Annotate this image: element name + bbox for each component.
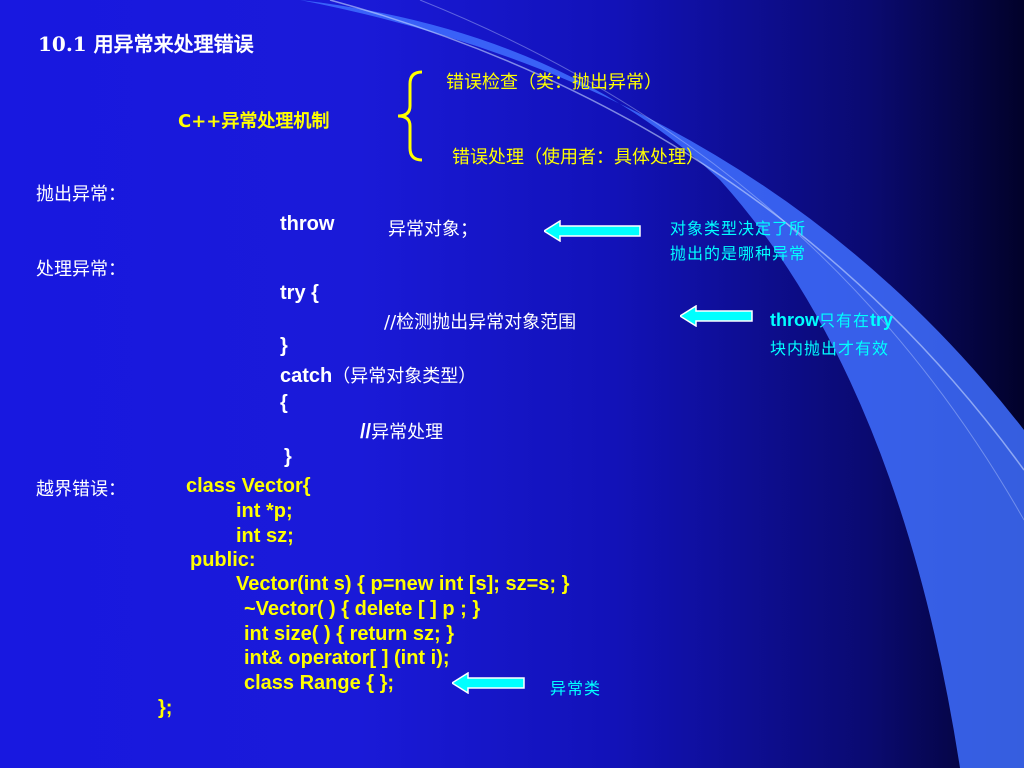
try-open: try { — [280, 282, 319, 304]
code-line: }; — [158, 697, 173, 719]
code-line: int *p; — [236, 500, 293, 522]
code-line: class Vector{ — [186, 475, 311, 497]
arrow-left-icon — [680, 305, 753, 327]
range-heading: 越界错误： — [36, 479, 126, 500]
try-comment: //检测抛出异常对象范围 — [384, 312, 577, 333]
arrow-left-icon — [452, 672, 525, 694]
code-line: public: — [190, 549, 256, 571]
code-line: int sz; — [236, 525, 294, 547]
throw-note-line1: 对象类型决定了所 — [670, 219, 807, 238]
throw-note-line2: 抛出的是哪种异常 — [670, 244, 807, 263]
throw-keyword: throw — [280, 213, 335, 235]
try-note-line1: throw只有在try — [770, 307, 893, 331]
code-line: Vector(int s) { p=new int [s]; sz=s; } — [236, 573, 570, 595]
try-note-throw: throw — [770, 310, 819, 330]
catch-line: catch（异常对象类型） — [280, 362, 476, 388]
catch-type: （异常对象类型） — [332, 366, 477, 387]
page-title: 10.1 用异常来处理错误 — [38, 32, 254, 56]
try-note-line2: 块内抛出才有效 — [770, 339, 890, 358]
catch-close: } — [284, 446, 292, 468]
range-note: 异常类 — [550, 679, 602, 698]
catch-open: { — [280, 392, 288, 414]
try-note-try: try — [870, 310, 894, 330]
handler-text: 异常处理 — [371, 422, 444, 443]
catch-keyword: catch — [280, 365, 333, 387]
try-close: } — [280, 335, 288, 357]
handler-line: //异常处理 — [360, 418, 443, 444]
handler-slashes: // — [360, 421, 372, 443]
handle-heading: 处理异常： — [36, 259, 126, 280]
code-line: int& operator[ ] (int i); — [244, 647, 450, 669]
arrow-left-icon — [544, 220, 641, 242]
code-line: ~Vector( ) { delete [ ] p ; } — [244, 598, 481, 620]
mechanism-label: C++异常处理机制 — [178, 111, 330, 132]
throw-object: 异常对象； — [388, 219, 478, 240]
brace-icon — [397, 70, 423, 162]
code-line: int size( ) { return sz; } — [244, 623, 455, 645]
throw-heading: 抛出异常： — [36, 184, 126, 205]
try-note-mid: 只有在 — [819, 311, 871, 330]
mechanism-item-check: 错误检查（类：抛出异常） — [446, 72, 662, 93]
mechanism-item-handle: 错误处理（使用者：具体处理） — [452, 147, 704, 168]
code-line: class Range { }; — [244, 672, 395, 694]
